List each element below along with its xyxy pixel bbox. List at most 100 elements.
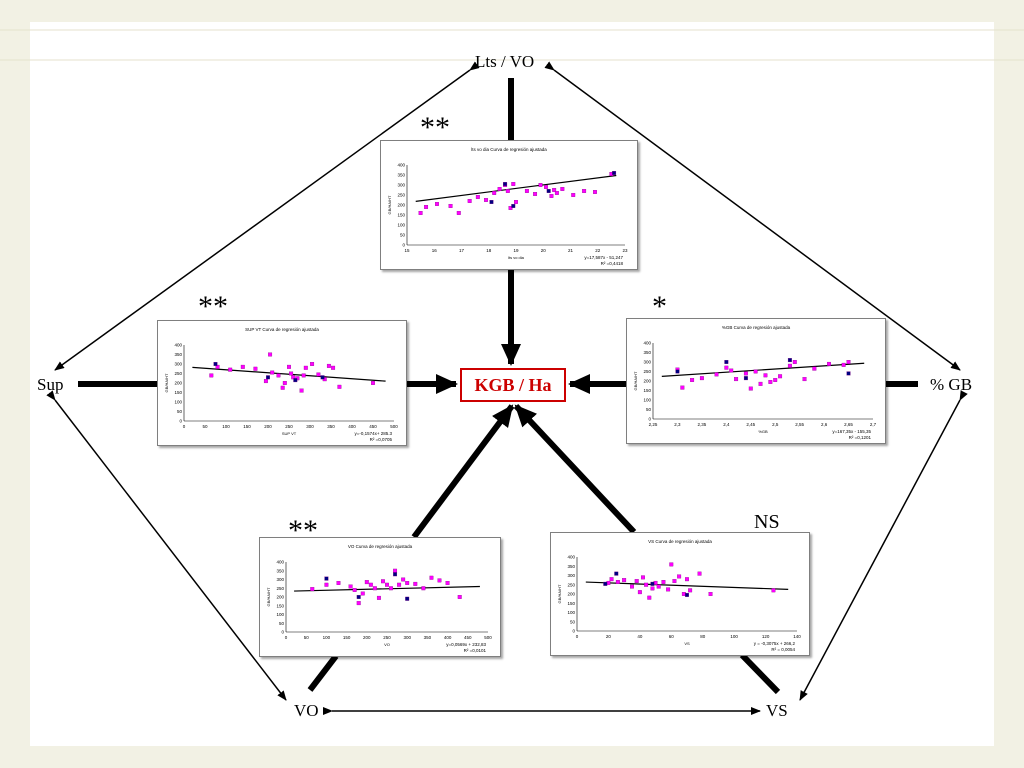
data-point: [680, 385, 685, 390]
data-point: [753, 369, 758, 374]
y-tick-label: 250: [567, 582, 575, 587]
data-point: [647, 595, 652, 600]
data-point-secondary: [320, 375, 325, 380]
x-tick-label: 0: [183, 424, 186, 429]
data-point: [368, 582, 373, 587]
x-tick-label: 350: [327, 424, 335, 429]
x-axis-label: lts vo dia: [508, 255, 525, 260]
y-tick-label: 150: [276, 603, 284, 608]
data-point: [389, 586, 393, 591]
data-point: [841, 362, 846, 367]
x-tick-label: 2,65: [844, 422, 853, 427]
trend-equation: y = -0,3075x + 266,2: [754, 641, 796, 646]
y-tick-label: 0: [402, 243, 405, 248]
x-tick-label: 2,3: [674, 422, 681, 427]
y-tick-label: 0: [572, 629, 575, 634]
data-point: [457, 595, 462, 599]
x-axis-label: SUP VT: [282, 431, 297, 436]
data-point: [554, 191, 559, 195]
x-tick-label: 18: [486, 248, 492, 253]
data-point: [748, 386, 753, 391]
x-tick-label: 2,25: [649, 422, 658, 427]
data-point: [492, 191, 497, 195]
x-tick-label: 20: [606, 634, 612, 639]
data-point: [644, 582, 649, 587]
x-tick-label: 400: [348, 424, 356, 429]
data-point: [538, 183, 543, 187]
y-tick-label: 50: [279, 621, 285, 626]
y-tick-label: 250: [643, 369, 651, 374]
x-tick-label: 150: [243, 424, 251, 429]
x-tick-label: 2,5: [772, 422, 779, 427]
data-point-secondary: [846, 371, 851, 376]
y-tick-label: 300: [397, 183, 405, 188]
data-point-secondary: [724, 360, 729, 364]
x-tick-label: 100: [730, 634, 738, 639]
x-tick-label: 23: [622, 248, 628, 253]
y-tick-label: 0: [281, 630, 284, 635]
x-tick-label: 22: [595, 248, 601, 253]
x-tick-label: 50: [202, 424, 208, 429]
data-point: [637, 590, 642, 595]
data-point: [310, 587, 315, 592]
y-tick-label: 350: [643, 350, 651, 355]
data-point-secondary: [293, 378, 298, 383]
y-tick-label: 100: [643, 398, 651, 403]
y-tick-label: 350: [174, 352, 182, 357]
data-point: [371, 381, 375, 385]
data-point: [435, 202, 439, 206]
trend-equation: y=167,35x - 155,35: [832, 429, 871, 434]
y-tick-label: 300: [276, 577, 284, 582]
data-point-secondary: [324, 576, 329, 581]
data-point: [376, 595, 381, 600]
data-point: [768, 380, 773, 384]
data-point: [571, 193, 576, 197]
x-tick-label: 15: [404, 248, 410, 253]
significance-top: **: [420, 111, 450, 144]
x-tick-label: 2,45: [746, 422, 755, 427]
chart-title: %GB Curva de regresión ajustada: [722, 325, 791, 330]
trend-equation: y=0,0569x + 232,83: [446, 642, 486, 647]
data-point: [630, 584, 634, 589]
data-point: [729, 368, 734, 373]
x-tick-label: 500: [484, 635, 492, 640]
y-tick-label: 350: [276, 568, 284, 573]
y-tick-label: 300: [567, 573, 575, 578]
x-tick-label: 0: [285, 635, 288, 640]
x-tick-label: 2,55: [795, 422, 804, 427]
x-tick-label: 40: [637, 634, 643, 639]
y-tick-label: 100: [397, 223, 405, 228]
data-point-secondary: [356, 595, 361, 599]
data-point: [418, 211, 423, 215]
edge-top-left: [54, 61, 480, 371]
y-tick-label: 100: [567, 610, 575, 615]
x-tick-label: 2,35: [698, 422, 707, 427]
data-point: [448, 204, 453, 208]
x-tick-label: 50: [304, 635, 310, 640]
data-point: [336, 581, 341, 585]
data-point-secondary: [603, 581, 608, 586]
x-tick-label: 450: [369, 424, 377, 429]
data-point: [641, 575, 645, 580]
data-point: [846, 360, 851, 364]
data-point: [484, 198, 488, 202]
x-tick-label: 100: [222, 424, 230, 429]
y-axis-label: GB/HA/HT: [164, 373, 169, 392]
data-point: [397, 582, 402, 587]
data-point-secondary: [612, 171, 617, 175]
data-point-secondary: [743, 376, 748, 381]
y-tick-label: 400: [643, 341, 651, 346]
y-tick-label: 200: [276, 595, 284, 600]
data-point-secondary: [675, 369, 680, 374]
y-tick-label: 350: [567, 564, 575, 569]
data-point: [253, 366, 258, 371]
y-tick-label: 200: [174, 381, 182, 386]
data-point: [299, 388, 304, 393]
chart-title: VS Curva de regresión ajustada: [648, 539, 712, 544]
x-axis-label: VS: [684, 641, 690, 646]
x-tick-label: 200: [264, 424, 272, 429]
data-point: [240, 364, 245, 369]
